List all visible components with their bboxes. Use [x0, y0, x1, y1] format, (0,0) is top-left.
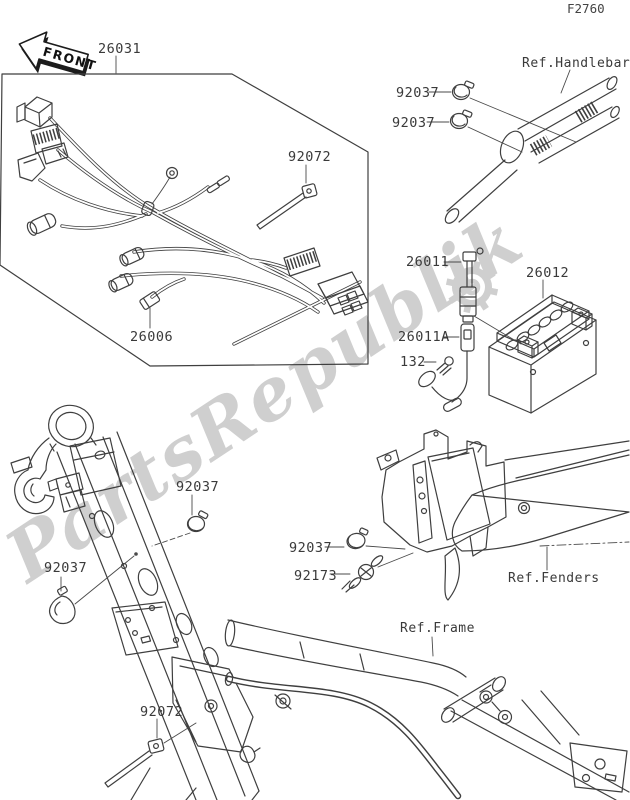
subframe-crossmember	[443, 677, 504, 723]
handlebar-cable-run	[530, 106, 620, 164]
subframe-diagonals	[450, 690, 630, 800]
harness-detail-box	[0, 73, 369, 367]
label-92037-tray: 92037	[289, 540, 332, 556]
handlebar-assembly	[444, 76, 620, 224]
detail-box-outline	[0, 73, 369, 367]
label-132: 132	[400, 354, 426, 370]
leader-lines	[60, 55, 577, 744]
label-92037-hb-upper: 92037	[396, 85, 439, 101]
connector-paddle	[17, 152, 46, 182]
frame-side-plate	[111, 601, 179, 656]
junction-connector-block	[317, 271, 369, 316]
clamp-92037-upper	[451, 80, 475, 101]
connector-round-2	[119, 246, 145, 267]
label-26011: 26011	[406, 254, 449, 270]
rear-fender	[451, 440, 630, 552]
front-arrow-icon	[18, 31, 90, 73]
battery-cable-26011	[459, 247, 484, 323]
label-26006: 26006	[130, 329, 173, 345]
label-92173: 92173	[294, 568, 337, 584]
front-direction-indicator: FRONT	[18, 31, 99, 77]
connector-round-3	[108, 272, 134, 293]
ring-terminal-lead	[151, 176, 171, 205]
label-26012: 26012	[526, 265, 569, 281]
connector-round-1	[26, 213, 57, 236]
label-ref-handlebar: Ref.Handlebar	[522, 56, 630, 71]
label-92037-frame-right: 92037	[176, 479, 219, 495]
figure-code: F2760	[567, 1, 605, 16]
relay-connector	[283, 247, 321, 277]
leader-dashed	[151, 532, 191, 547]
label-92072-bottom: 92072	[140, 704, 183, 720]
clamp-92037-lower	[449, 109, 473, 130]
clamp-band-1	[529, 135, 553, 156]
label-ref-fenders: Ref.Fenders	[508, 571, 600, 586]
label-92072-top: 92072	[288, 149, 331, 165]
clamp-92037-tray	[346, 527, 369, 550]
clamp-band-2	[574, 101, 599, 123]
frame	[10, 404, 261, 800]
callout-labels: F2760 26031 92072 92037 92037 Ref.Handle…	[44, 1, 630, 720]
frame-spine-rails	[56, 431, 260, 800]
handlebar-tube	[517, 77, 617, 142]
harness-grommet	[141, 200, 155, 217]
fuse	[139, 291, 161, 310]
battery-tray-bracket	[376, 429, 507, 601]
label-92037-frame-left: 92037	[44, 560, 87, 576]
ring-terminal	[165, 166, 179, 180]
bolt-132	[418, 356, 458, 401]
cable-tie-top	[256, 183, 318, 230]
cable-tie-bottom	[104, 738, 165, 788]
battery-lid	[496, 294, 590, 358]
frame-top-bracket	[69, 437, 122, 496]
frame-hook-bracket	[14, 437, 57, 515]
battery-terminal-left	[517, 335, 539, 359]
clamp-92037-frame-left	[49, 585, 76, 625]
label-26011a: 26011A	[398, 329, 450, 345]
fender-centerline	[539, 541, 630, 547]
connector-multi-pin	[30, 123, 69, 165]
frame-left-brackets	[47, 472, 86, 513]
head-tube	[48, 404, 94, 448]
subframe-plate	[569, 742, 628, 793]
connector-cube	[16, 96, 53, 128]
install-point-dot	[134, 552, 138, 556]
label-ref-frame: Ref.Frame	[400, 621, 475, 636]
battery	[488, 294, 597, 414]
rear-subframe	[224, 619, 630, 800]
damper-92173	[341, 555, 384, 593]
steering-stem-tube	[446, 159, 518, 223]
bullet-connectors	[206, 175, 230, 194]
label-92037-hb-lower: 92037	[392, 115, 435, 131]
battery-terminal-right	[571, 307, 593, 331]
tray-strap	[444, 547, 461, 601]
gear-icon	[445, 260, 499, 314]
label-26031: 26031	[98, 41, 141, 57]
clamp-92037-frame-right	[186, 510, 209, 533]
